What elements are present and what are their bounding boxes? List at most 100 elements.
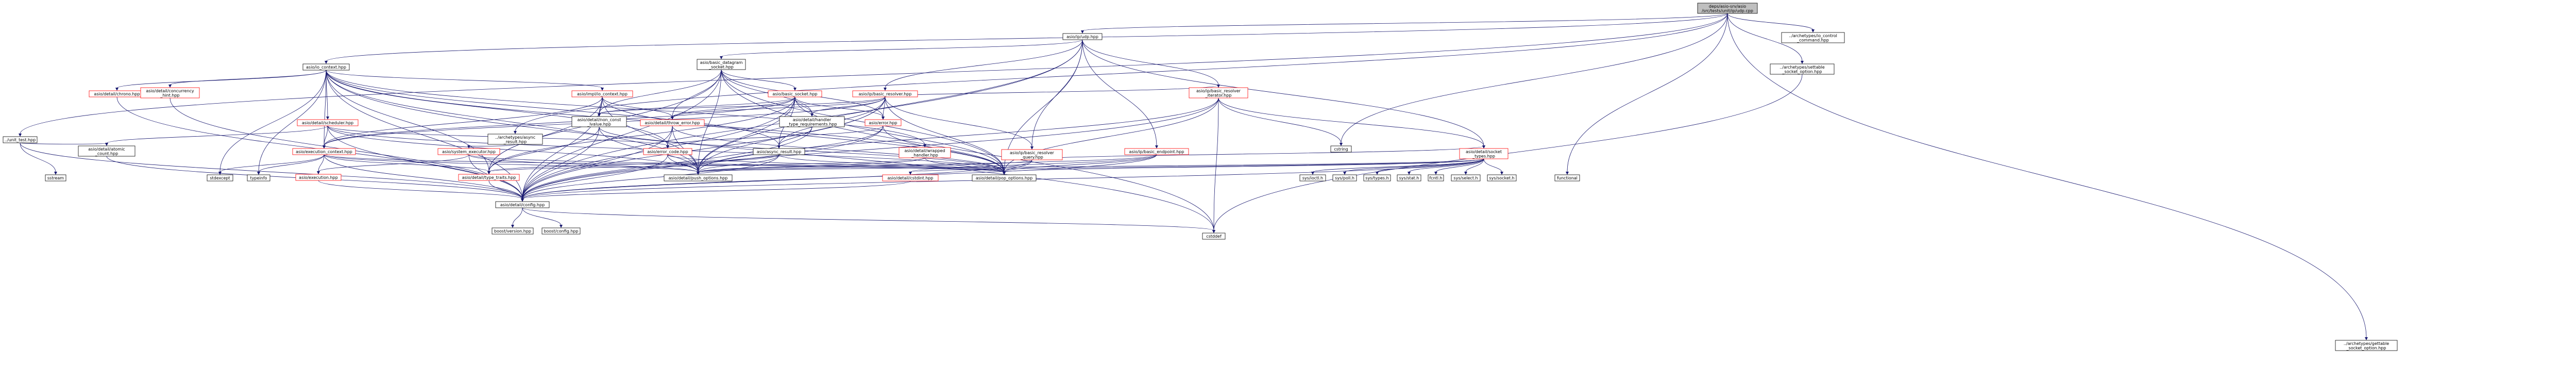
node-box-sstream[interactable] bbox=[45, 174, 66, 181]
node-box-basic_socket[interactable] bbox=[768, 90, 822, 97]
node-config[interactable]: asio/detail/config.hpp bbox=[495, 201, 550, 208]
node-box-push_options[interactable] bbox=[664, 174, 733, 181]
node-unit_test[interactable]: ../unit_test.hpp bbox=[3, 136, 38, 143]
node-cstdint[interactable]: asio/detail/cstdint.hpp bbox=[882, 174, 939, 181]
node-box-basic_resolver[interactable] bbox=[852, 90, 918, 97]
node-box-basic_resolver_iterator[interactable] bbox=[1189, 87, 1248, 98]
node-system_executor[interactable]: asio/system_executor.hpp bbox=[437, 148, 500, 155]
node-typeinfo[interactable]: typeinfo bbox=[247, 174, 270, 181]
node-box-atomic_count[interactable] bbox=[78, 145, 135, 157]
node-sys_select[interactable]: sys/select.h bbox=[1451, 174, 1481, 181]
node-boost_config[interactable]: boost/config.hpp bbox=[541, 227, 581, 235]
node-box-non_const_lvalue[interactable] bbox=[571, 116, 627, 127]
node-box-throw_error[interactable] bbox=[640, 119, 705, 126]
node-box-sys_select[interactable] bbox=[1451, 174, 1481, 181]
node-box-sys_ioctl[interactable] bbox=[1299, 174, 1326, 181]
node-atomic_count[interactable]: asio/detail/atomic_count.hpp bbox=[78, 145, 135, 157]
node-concurrency_hint[interactable]: asio/detail/concurrency_hint.hpp bbox=[140, 87, 200, 98]
node-cstring[interactable]: cstring bbox=[1330, 145, 1352, 153]
node-functional[interactable]: functional bbox=[1554, 174, 1580, 181]
node-box-arch_async_result[interactable] bbox=[487, 134, 543, 145]
node-box-impl_io_context[interactable] bbox=[571, 90, 633, 97]
node-box-boost_version[interactable] bbox=[492, 227, 534, 235]
node-sys_types[interactable]: sys/types.h bbox=[1363, 174, 1391, 181]
node-box-type_traits[interactable] bbox=[458, 174, 520, 181]
node-box-arch_io_control[interactable] bbox=[1781, 32, 1845, 43]
node-sys_poll[interactable]: sys/poll.h bbox=[1332, 174, 1357, 181]
node-box-io_context[interactable] bbox=[302, 63, 350, 71]
node-box-sys_socket[interactable] bbox=[1487, 174, 1517, 181]
node-box-boost_config[interactable] bbox=[541, 227, 581, 235]
node-cstddef[interactable]: cstddef bbox=[1202, 233, 1226, 240]
node-box-handler_type_requirements[interactable] bbox=[779, 116, 845, 127]
node-box-sys_poll[interactable] bbox=[1332, 174, 1357, 181]
node-error_code[interactable]: asio/error_code.hpp bbox=[643, 148, 692, 155]
node-basic_resolver_query[interactable]: asio/ip/basic_resolver_query.hpp bbox=[1001, 149, 1063, 160]
edge-basic_datagram-to-pop_options bbox=[721, 69, 1005, 173]
node-box-cstddef[interactable] bbox=[1202, 233, 1226, 240]
node-sys_ioctl[interactable]: sys/ioctl.h bbox=[1299, 174, 1326, 181]
node-box-basic_datagram[interactable] bbox=[697, 59, 746, 70]
node-basic_resolver[interactable]: asio/ip/basic_resolver.hpp bbox=[852, 90, 918, 97]
node-box-async_result[interactable] bbox=[753, 148, 805, 155]
node-box-error_code[interactable] bbox=[643, 148, 692, 155]
node-impl_io_context[interactable]: asio/impl/io_context.hpp bbox=[571, 90, 633, 97]
node-box-root[interactable] bbox=[1697, 3, 1758, 14]
node-box-arch_settable[interactable] bbox=[1770, 63, 1835, 75]
node-io_context[interactable]: asio/io_context.hpp bbox=[302, 63, 350, 71]
node-boost_version[interactable]: boost/version.hpp bbox=[492, 227, 534, 235]
node-basic_socket[interactable]: asio/basic_socket.hpp bbox=[768, 90, 822, 97]
node-basic_endpoint[interactable]: asio/ip/basic_endpoint.hpp bbox=[1124, 148, 1189, 155]
node-asio_ip_udp[interactable]: asio/ip/udp.hpp bbox=[1062, 33, 1103, 40]
node-box-cstdint[interactable] bbox=[882, 174, 939, 181]
node-wrapped_handler[interactable]: asio/detail/wrapped_handler.hpp bbox=[899, 147, 951, 158]
node-fcntl[interactable]: fcntl.h bbox=[1428, 174, 1444, 181]
node-non_const_lvalue[interactable]: asio/detail/non_const_lvalue.hpp bbox=[571, 116, 627, 127]
node-arch_gettable[interactable]: ../archetypes/gettable_socket_option.hpp bbox=[2335, 340, 2398, 351]
node-box-unit_test[interactable] bbox=[3, 136, 38, 143]
node-box-wrapped_handler[interactable] bbox=[899, 147, 951, 158]
node-box-error[interactable] bbox=[865, 119, 902, 126]
node-box-typeinfo[interactable] bbox=[247, 174, 270, 181]
node-sstream[interactable]: sstream bbox=[45, 174, 66, 181]
node-box-execution_context[interactable] bbox=[292, 148, 356, 155]
node-arch_async_result[interactable]: ../archetypes/async_result.hpp bbox=[487, 134, 543, 145]
node-type_traits[interactable]: asio/detail/type_traits.hpp bbox=[458, 174, 520, 181]
node-box-asio_ip_udp[interactable] bbox=[1062, 33, 1103, 40]
node-root[interactable]: deps/asio-srv/asio/src/tests/unit/ip/udp… bbox=[1697, 3, 1758, 14]
node-push_options[interactable]: asio/detail/push_options.hpp bbox=[664, 174, 733, 181]
node-execution_context[interactable]: asio/execution_context.hpp bbox=[292, 148, 356, 155]
node-stdexcept[interactable]: stdexcept bbox=[207, 174, 233, 181]
node-throw_error[interactable]: asio/detail/throw_error.hpp bbox=[640, 119, 705, 126]
node-arch_settable[interactable]: ../archetypes/settable_socket_option.hpp bbox=[1770, 63, 1835, 75]
node-box-basic_endpoint[interactable] bbox=[1124, 148, 1189, 155]
node-arch_io_control[interactable]: ../archetypes/io_control_command.hpp bbox=[1781, 32, 1845, 43]
node-sys_socket[interactable]: sys/socket.h bbox=[1487, 174, 1517, 181]
node-sys_stat[interactable]: sys/stat.h bbox=[1397, 174, 1421, 181]
node-execution[interactable]: asio/execution.hpp bbox=[295, 174, 342, 181]
node-box-functional[interactable] bbox=[1554, 174, 1580, 181]
node-box-sys_types[interactable] bbox=[1363, 174, 1391, 181]
node-box-config[interactable] bbox=[495, 201, 550, 208]
node-box-arch_gettable[interactable] bbox=[2335, 340, 2398, 351]
node-handler_type_requirements[interactable]: asio/detail/handler_type_requirements.hp… bbox=[779, 116, 845, 127]
node-box-execution[interactable] bbox=[295, 174, 342, 181]
node-box-system_executor[interactable] bbox=[437, 148, 500, 155]
node-chrono[interactable]: asio/detail/chrono.hpp bbox=[89, 90, 145, 97]
node-box-stdexcept[interactable] bbox=[207, 174, 233, 181]
node-box-socket_types[interactable] bbox=[1459, 148, 1509, 159]
node-box-sys_stat[interactable] bbox=[1397, 174, 1421, 181]
node-socket_types[interactable]: asio/detail/socket_types.hpp bbox=[1459, 148, 1509, 159]
node-box-scheduler[interactable] bbox=[297, 119, 359, 126]
node-scheduler[interactable]: asio/detail/scheduler.hpp bbox=[297, 119, 359, 126]
node-error[interactable]: asio/error.hpp bbox=[865, 119, 902, 126]
node-async_result[interactable]: asio/async_result.hpp bbox=[753, 148, 805, 155]
node-box-fcntl[interactable] bbox=[1428, 174, 1444, 181]
node-pop_options[interactable]: asio/detail/pop_options.hpp bbox=[972, 174, 1037, 181]
node-basic_datagram[interactable]: asio/basic_datagram_socket.hpp bbox=[697, 59, 746, 70]
node-box-pop_options[interactable] bbox=[972, 174, 1037, 181]
node-box-cstring[interactable] bbox=[1330, 145, 1352, 153]
node-basic_resolver_iterator[interactable]: asio/ip/basic_resolver_iterator.hpp bbox=[1189, 87, 1248, 98]
node-box-basic_resolver_query[interactable] bbox=[1001, 149, 1063, 160]
node-box-concurrency_hint[interactable] bbox=[140, 87, 200, 98]
